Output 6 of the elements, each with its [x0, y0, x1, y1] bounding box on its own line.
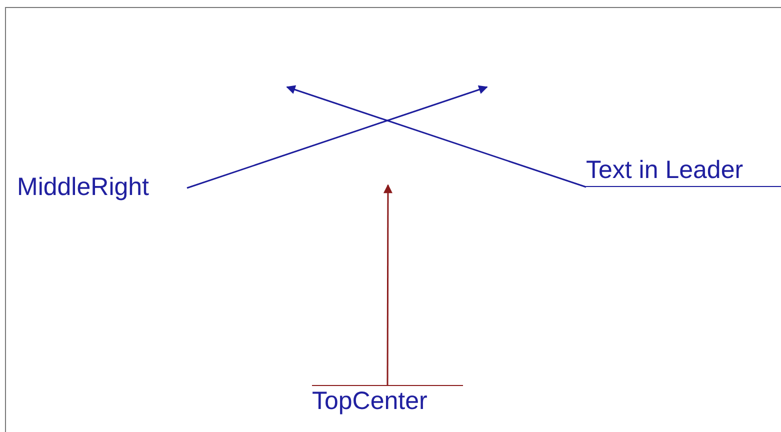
leader-arrow: [383, 184, 392, 385]
leader-arrow: [286, 85, 586, 188]
callout-text: MiddleRight: [17, 172, 187, 202]
leader-arrow: [186, 85, 488, 189]
callout-text: TopCenter: [312, 385, 463, 419]
callout-text: Text in Leader: [586, 155, 781, 187]
